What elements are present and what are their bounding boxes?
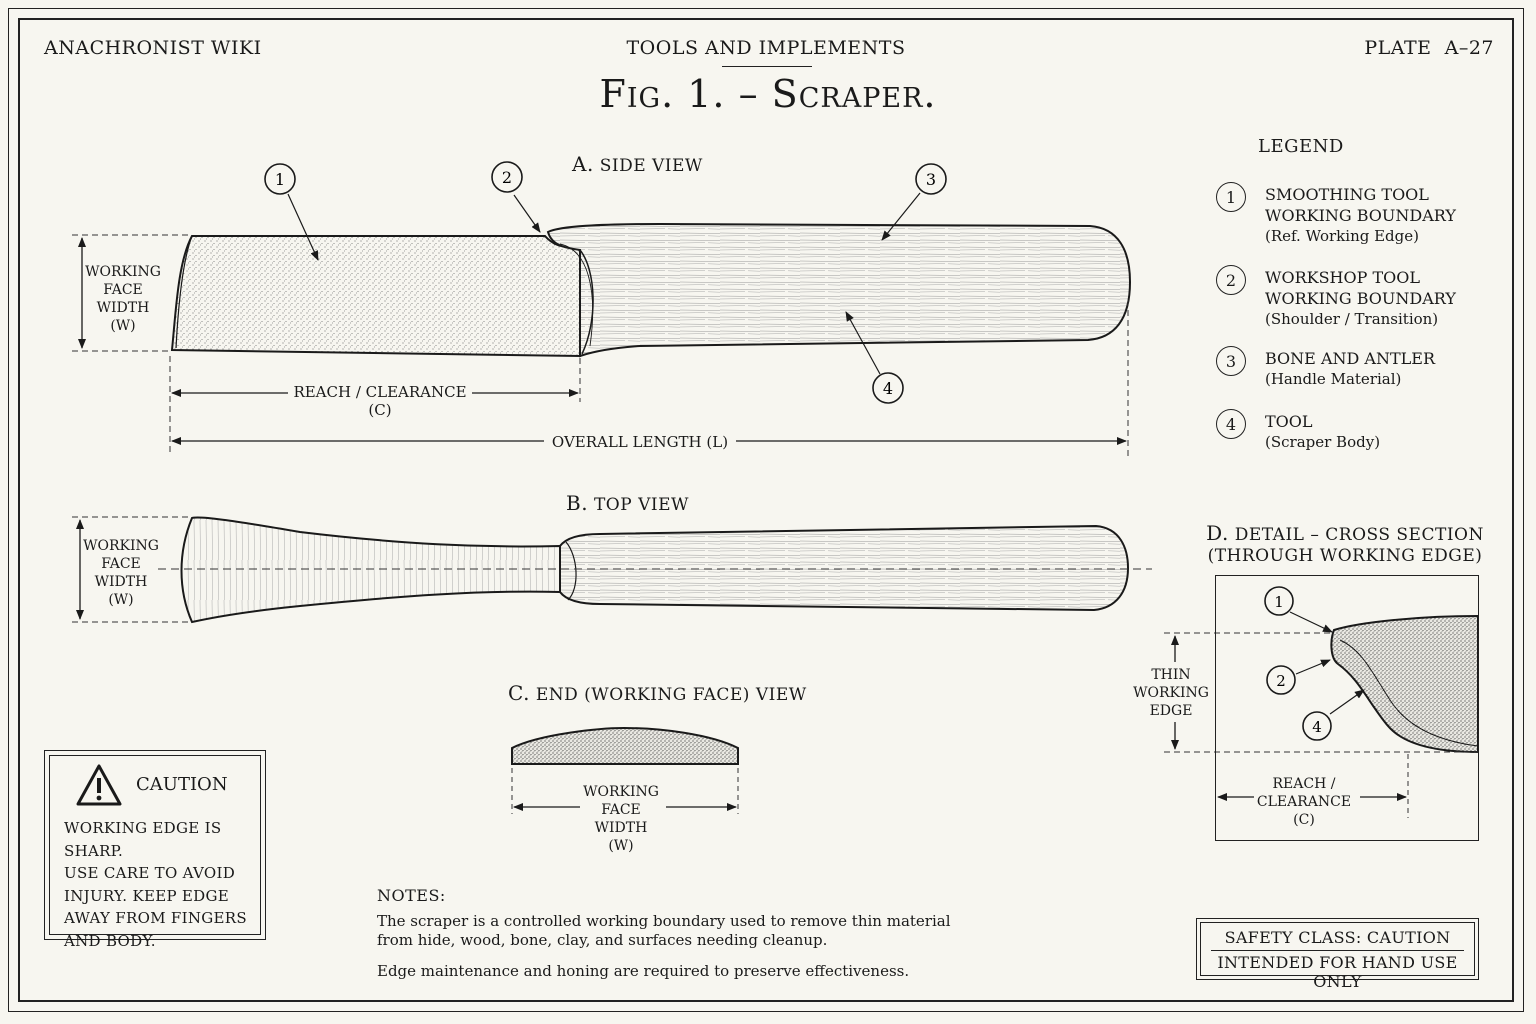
plate-number: PLATE A–27: [1364, 37, 1494, 59]
safety-usage-line: INTENDED FOR HAND USE ONLY: [1217, 953, 1458, 991]
top-view-blade: [180, 516, 561, 624]
side-view-handle: [546, 222, 1132, 358]
svg-text:4: 4: [883, 379, 893, 398]
top-view: [72, 516, 1152, 624]
notes-paragraph-2: Edge maintenance and honing are required…: [377, 962, 910, 980]
safety-class-box: SAFETY CLASS: CAUTION INTENDED FOR HAND …: [1196, 918, 1479, 991]
caution-title: CAUTION: [136, 774, 228, 795]
callout-1-a: 1: [264, 163, 296, 195]
svg-text:2: 2: [502, 168, 512, 187]
dim-overall-length: OVERALL LENGTH (L): [551, 433, 729, 451]
section-title: TOOLS AND IMPLEMENTS: [626, 37, 906, 59]
callout-1-d: 1: [1264, 586, 1294, 616]
outer-frame: [8, 8, 1524, 1012]
side-view: [72, 192, 1132, 456]
top-view-handle: [559, 524, 1130, 612]
detail-view: [1164, 611, 1479, 818]
end-view-section: [511, 726, 739, 765]
view-d-title: D. DETAIL – CROSS SECTION(THROUGH WORKIN…: [1206, 521, 1484, 567]
detail-frame: [1215, 575, 1479, 841]
notes-heading: NOTES:: [377, 886, 446, 905]
svg-text:1: 1: [1274, 593, 1284, 611]
svg-text:3: 3: [926, 170, 936, 189]
dim-reach-clearance: REACH / CLEARANCE(C): [293, 383, 467, 419]
section-underline: [722, 66, 812, 67]
safety-class-line: SAFETY CLASS: CAUTION: [1224, 928, 1451, 947]
legend-heading: LEGEND: [1258, 136, 1344, 157]
figure-title: Fig. 1. – Scraper.: [599, 72, 937, 116]
notes-paragraph-1: The scraper is a controlled working boun…: [377, 912, 951, 949]
callout-2-d: 2: [1266, 665, 1296, 695]
dim-detail-reach: REACH /CLEARANCE(C): [1256, 776, 1352, 828]
view-a-title: A. SIDE VIEW: [572, 152, 703, 176]
end-view: [511, 726, 739, 814]
svg-text:4: 4: [1312, 718, 1322, 736]
callout-3-a: 3: [915, 163, 947, 195]
callout-2-a: 2: [491, 161, 523, 193]
warning-triangle-icon: [76, 764, 122, 806]
svg-text:2: 2: [1276, 672, 1286, 690]
callout-4-a: 4: [872, 372, 904, 404]
caution-box: CAUTION WORKING EDGE IS SHARP.USE CARE T…: [44, 750, 266, 950]
view-c-title: C. END (WORKING FACE) VIEW: [508, 681, 807, 705]
view-b-title: B. TOP VIEW: [566, 491, 689, 515]
svg-text:1: 1: [275, 170, 285, 189]
wiki-name: ANACHRONIST WIKI: [44, 37, 262, 59]
callout-4-d: 4: [1302, 711, 1332, 741]
detail-section: [1330, 614, 1479, 754]
inner-frame: [18, 18, 1514, 1002]
side-view-blade: [170, 235, 581, 358]
